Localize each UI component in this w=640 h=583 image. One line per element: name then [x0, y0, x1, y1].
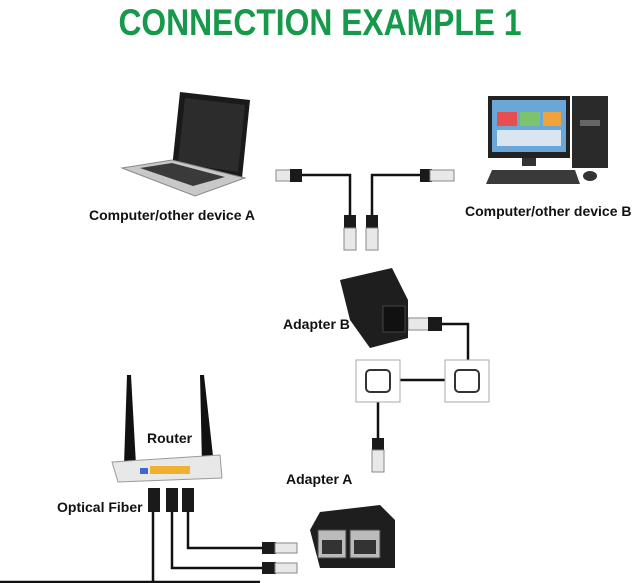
cable-adapter-b-socket	[440, 322, 470, 362]
rj45-plug-icon	[420, 169, 455, 182]
rj45-plug-icon	[182, 488, 194, 512]
label-device-b: Computer/other device B	[465, 203, 632, 219]
rj45-plug-icon	[262, 542, 298, 554]
rj45-plug-icon	[365, 215, 379, 251]
laptop-icon	[120, 92, 250, 197]
cable-router-1	[170, 505, 265, 570]
rj45-plug-icon	[166, 488, 178, 512]
label-optical-fiber: Optical Fiber	[57, 499, 143, 515]
wall-socket-icon	[444, 359, 490, 403]
rj45-plug-icon	[148, 488, 160, 512]
diagram-title: CONNECTION EXAMPLE 1	[118, 2, 522, 43]
label-adapter-a: Adapter A	[286, 471, 353, 487]
rj45-plug-icon	[407, 317, 442, 331]
rj45-plug-icon	[343, 215, 357, 251]
router-icon	[111, 375, 223, 483]
label-router: Router	[147, 430, 193, 446]
adapter-b-icon	[340, 268, 408, 348]
label-device-a: Computer/other device A	[89, 207, 255, 223]
cable-device-b	[370, 173, 420, 222]
rj45-plug-icon	[371, 438, 385, 473]
label-adapter-b: Adapter B	[283, 316, 350, 332]
cable-router-2	[186, 505, 265, 550]
rj45-plug-icon	[262, 562, 298, 574]
rj45-plugs	[148, 169, 455, 574]
cables	[0, 173, 470, 583]
adapter-a-icon	[310, 505, 395, 568]
rj45-plug-icon	[275, 169, 302, 182]
cable-device-a	[300, 173, 352, 222]
wall-socket-icon	[355, 359, 401, 403]
desktop-computer-icon	[486, 96, 608, 184]
